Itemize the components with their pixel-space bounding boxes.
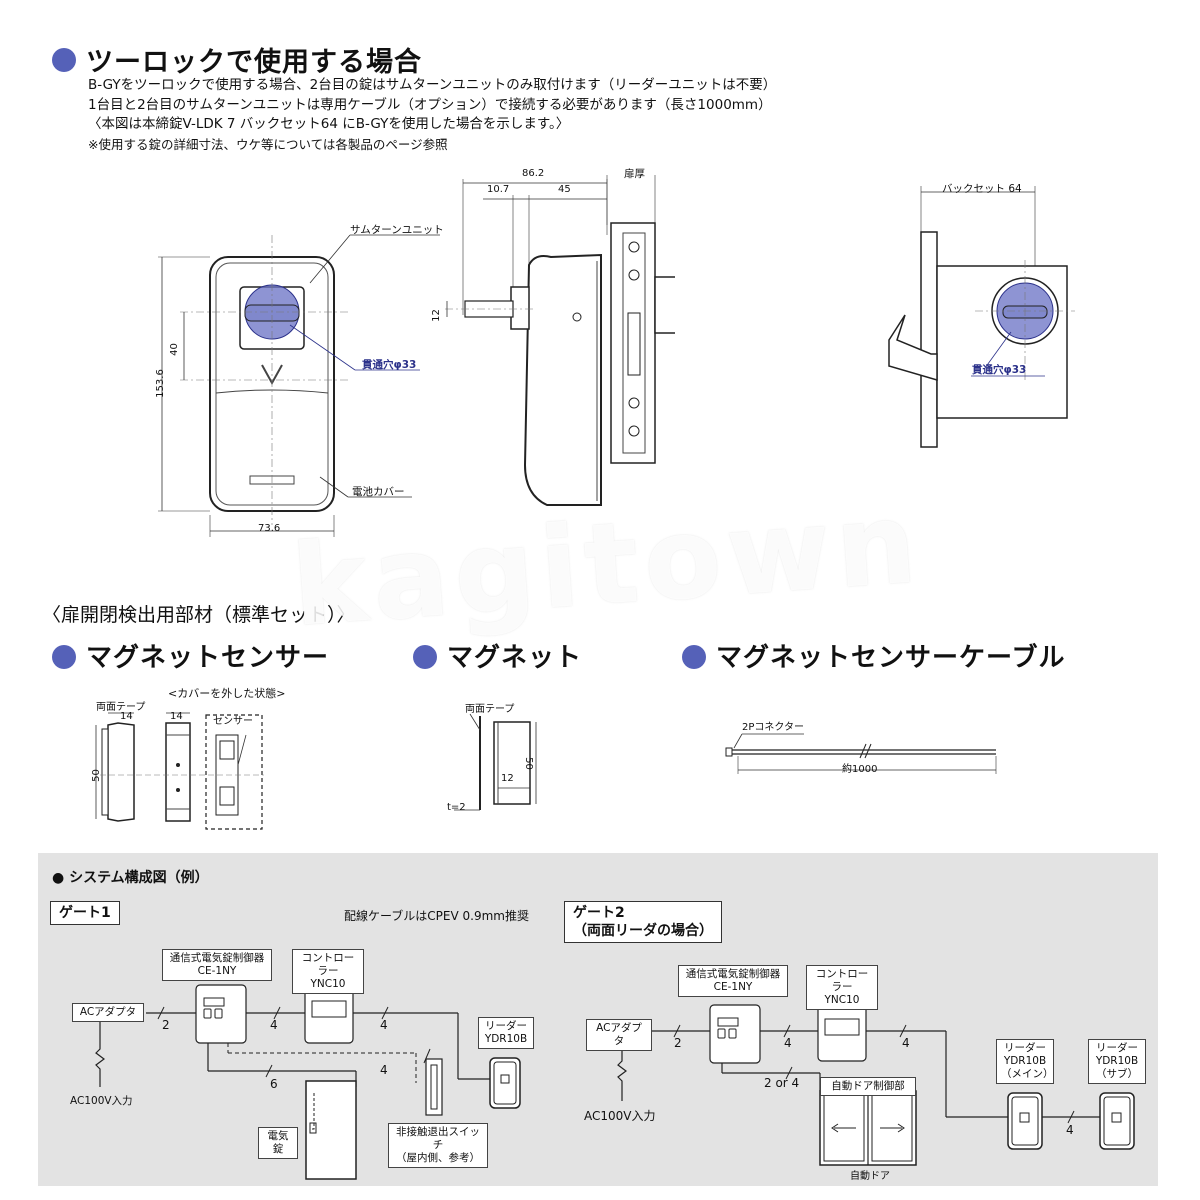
gate1-label: ゲート1 <box>50 901 120 925</box>
accessory-heading: 〈扉開閉検出用部材（標準セット）〉 <box>42 604 356 626</box>
gate1-controller-name: 通信式電気錠制御器 <box>169 952 265 964</box>
gate2-reader-main-name: リーダー <box>1004 1042 1046 1054</box>
gate2-reader-main-model: YDR10B <box>1003 1055 1047 1067</box>
gate2-controller-name: 通信式電気錠制御器 <box>685 968 781 980</box>
dim-width: 73.6 <box>258 523 281 534</box>
desc-line: ※使用する錠の詳細寸法、ウケ等については各製品のページ参照 <box>88 136 448 152</box>
gate1-ync-name: コントローラー <box>301 952 355 977</box>
gate1-ac-input: AC100V入力 <box>70 1095 133 1107</box>
section-title: ツーロックで使用する場合 <box>86 47 422 78</box>
magnet-tape-label: 両面テープ <box>465 704 515 715</box>
gate1-ync-model: YNC10 <box>310 978 346 990</box>
section-bullet-icon <box>52 48 76 72</box>
cable-length-label: 約1000 <box>842 764 878 775</box>
gate2-ync-label: コントローラー YNC10 <box>806 965 878 1010</box>
magnet-title: マグネット <box>447 643 583 673</box>
magnet-bullet-icon <box>413 645 437 669</box>
dim-12: 12 <box>430 309 442 322</box>
desc-line: 〈本図は本締錠V-LDK 7 バックセット64 にB-GYを使用した場合を示しま… <box>88 116 570 132</box>
back-view-drawing <box>888 186 1075 448</box>
side-view-drawing <box>445 175 675 506</box>
gate2-ync-name: コントローラー <box>815 968 869 993</box>
magnet-dim-t: t=2 <box>447 802 466 813</box>
gate1-wire-2: 2 <box>162 1018 170 1032</box>
gate2-auto-ctrl-label: 自動ドア制御部 <box>820 1077 916 1096</box>
desc-line: B-GYをツーロックで使用する場合、2台目の錠はサムターンユニットのみ取付けます… <box>88 77 777 93</box>
gate2-wire-4c: 4 <box>1066 1123 1074 1137</box>
dim-height: 153.6 <box>154 369 166 398</box>
dim-86-2: 86.2 <box>522 168 545 179</box>
section-description: B-GYをツーロックで使用する場合、2台目の錠はサムターンユニットのみ取付けます… <box>88 76 776 154</box>
dim-40: 40 <box>168 343 180 356</box>
sensor-dim-14b: 14 <box>170 711 183 722</box>
sensor-drawing <box>95 712 264 830</box>
gate1-wire-4c: 4 <box>380 1063 388 1077</box>
cable-drawing <box>725 733 997 774</box>
desc-line: 1台目と2台目のサムターンユニットは専用ケーブル（オプション）で接続する必要があ… <box>88 96 772 113</box>
dim-45: 45 <box>558 184 571 195</box>
system-title: ● システム構成図（例） <box>52 867 209 887</box>
gate1-ync-label: コントローラー YNC10 <box>292 949 364 994</box>
magnet-drawing <box>454 713 537 811</box>
cable-title: マグネットセンサーケーブル <box>716 643 1066 673</box>
front-view-drawing <box>158 234 440 537</box>
gate2-wire-2: 2 <box>674 1036 682 1050</box>
gate2-reader-main-label: リーダー YDR10B （メイン） <box>996 1039 1054 1084</box>
gate2-label-line1: ゲート2 <box>573 905 625 921</box>
gate2-auto-door-label: 自動ドア <box>850 1171 890 1182</box>
gate2-label-line2: （両面リーダの場合） <box>573 923 713 939</box>
gate2-reader-sub-name: リーダー <box>1096 1042 1138 1054</box>
system-title-text: システム構成図（例） <box>69 870 209 886</box>
label-back-through-hole: 貫通穴φ33 <box>972 364 1027 376</box>
system-wiring <box>95 984 1135 1180</box>
gate1-reader-name: リーダー <box>485 1020 527 1032</box>
label-thumb-unit: サムターンユニット <box>350 224 444 236</box>
gate2-ac-input: AC100V入力 <box>584 1109 656 1123</box>
gate2-label: ゲート2 （両面リーダの場合） <box>564 901 722 943</box>
gate1-lock-label: 電気錠 <box>258 1127 298 1159</box>
gate1-controller-label: 通信式電気錠制御器 CE-1NY <box>162 949 272 981</box>
gate2-adapter-label: ACアダプタ <box>586 1019 652 1051</box>
gate1-switch-line1: 非接触退出スイッチ <box>396 1126 480 1151</box>
gate1-controller-model: CE-1NY <box>197 965 237 977</box>
cable-connector-label: 2Pコネクター <box>742 722 804 733</box>
sensor-tape-label: 両面テープ <box>96 702 146 713</box>
gate1-wire-4a: 4 <box>270 1018 278 1032</box>
gate2-reader-main-tag: （メイン） <box>1001 1068 1054 1080</box>
sensor-dim-14a: 14 <box>120 711 133 722</box>
label-backset: バックセット 64 <box>942 183 1022 195</box>
cable-note: 配線ケーブルはCPEV 0.9mm推奨 <box>344 909 529 923</box>
gate2-ync-model: YNC10 <box>824 994 860 1006</box>
gate2-controller-model: CE-1NY <box>713 981 753 993</box>
gate1-adapter-label: ACアダプタ <box>72 1003 144 1022</box>
sensor-dim-50: 50 <box>90 769 102 782</box>
sensor-cover-note: <カバーを外した状態> <box>168 687 286 700</box>
gate1-wire-6: 6 <box>270 1077 278 1091</box>
magnet-dim-12: 12 <box>501 773 514 784</box>
system-diagram-panel: ● システム構成図（例） 配線ケーブルはCPEV 0.9mm推奨 ゲート1 通信… <box>38 853 1158 1186</box>
label-battery-cover: 電池カバー <box>352 486 405 498</box>
gate2-wire-2or4: 2 or 4 <box>764 1076 800 1090</box>
gate1-reader-label: リーダー YDR10B <box>478 1017 534 1049</box>
dim-10-7: 10.7 <box>487 184 510 195</box>
magnet-dim-50: 50 <box>522 757 534 770</box>
gate2-reader-sub-model: YDR10B <box>1095 1055 1139 1067</box>
gate1-switch-line2: （屋内側、参考） <box>396 1152 480 1164</box>
system-bullet-icon: ● <box>52 870 70 886</box>
sensor-label: センサー <box>213 716 253 727</box>
gate1-wire-4b: 4 <box>380 1018 388 1032</box>
label-door-thickness: 扉厚 <box>624 168 645 180</box>
gate2-wire-4b: 4 <box>902 1036 910 1050</box>
gate2-controller-label: 通信式電気錠制御器 CE-1NY <box>678 965 788 997</box>
gate2-reader-sub-tag: （サブ） <box>1096 1068 1138 1080</box>
gate2-wire-4a: 4 <box>784 1036 792 1050</box>
gate1-reader-model: YDR10B <box>484 1033 528 1045</box>
cable-bullet-icon <box>682 645 706 669</box>
gate1-switch-label: 非接触退出スイッチ （屋内側、参考） <box>388 1123 488 1168</box>
sensor-bullet-icon <box>52 645 76 669</box>
gate2-reader-sub-label: リーダー YDR10B （サブ） <box>1088 1039 1146 1084</box>
sensor-title: マグネットセンサー <box>86 643 330 673</box>
label-through-hole: 貫通穴φ33 <box>362 359 417 371</box>
